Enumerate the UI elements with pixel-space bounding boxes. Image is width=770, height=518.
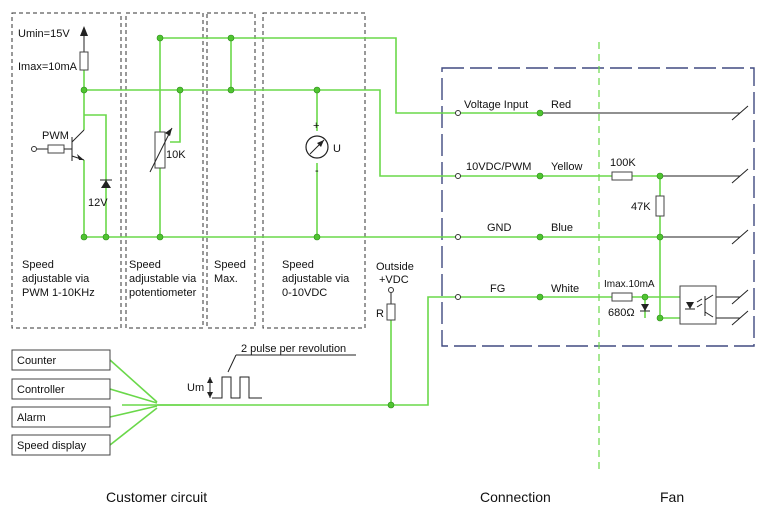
- signal-voltage-input: Voltage Input: [464, 99, 528, 111]
- meter-minus: -: [315, 165, 319, 177]
- potentiometer: [154, 131, 166, 169]
- pot-wiper-wire: [170, 90, 181, 143]
- resistor-100k: [611, 171, 633, 181]
- out-line-alarm: [109, 405, 158, 418]
- imax-label: Imax=10mA: [18, 61, 78, 73]
- outside-terminal: [388, 287, 394, 293]
- terminal-voltage-input: [455, 110, 461, 116]
- control-wire: [84, 89, 458, 177]
- signal-pwm: 10VDC/PWM: [466, 161, 531, 173]
- footer-customer-circuit: Customer circuit: [106, 489, 207, 505]
- terminal-gnd: [455, 234, 461, 240]
- counter-box: [11, 349, 111, 371]
- resistor-47k: [655, 195, 665, 217]
- out-line-counter: [109, 359, 158, 403]
- output-counter: Counter: [17, 355, 56, 367]
- vdc-desc-2: adjustable via: [282, 273, 350, 285]
- out-line-speed-display: [109, 407, 158, 446]
- pwm-desc-2: adjustable via: [22, 273, 90, 285]
- optocoupler: [679, 285, 717, 325]
- pot-value-label: 10K: [166, 149, 186, 161]
- alarm-box: [11, 406, 111, 428]
- output-speed-display: Speed display: [17, 440, 87, 452]
- controller-box: [11, 378, 111, 400]
- output-alarm: Alarm: [17, 412, 46, 424]
- resistor-680: [611, 292, 633, 302]
- vdc-desc-3: 0-10VDC: [282, 287, 327, 299]
- pot-desc-2: adjustable via: [129, 273, 197, 285]
- pullup-resistor-label: R: [376, 308, 384, 320]
- vdc-desc-1: Speed: [282, 259, 314, 271]
- out-line-controller: [109, 388, 158, 404]
- outside-vdc-label: +VDC: [379, 274, 409, 286]
- imax-resistor: [79, 51, 89, 71]
- zener-diode-icon: [101, 180, 111, 188]
- voltage-input-wire: [160, 37, 458, 114]
- pwm-desc-1: Speed: [22, 259, 54, 271]
- terminal-fg: [455, 294, 461, 300]
- color-blue: Blue: [551, 222, 573, 234]
- pot-desc-3: potentiometer: [129, 287, 197, 299]
- signal-gnd: GND: [487, 222, 512, 234]
- opto-led-icon: [686, 302, 694, 309]
- pwm-block-frame: [11, 12, 122, 329]
- pullup-resistor: [386, 303, 396, 321]
- meter-plus: +: [313, 120, 319, 132]
- max-speed-block-frame: [206, 12, 256, 329]
- meter-label: U: [333, 143, 341, 155]
- fg-wire: [122, 296, 458, 406]
- footer-connection: Connection: [480, 489, 551, 505]
- base-resistor: [47, 144, 65, 154]
- resistor-100k-label: 100K: [610, 157, 636, 169]
- resistor-680-label: 680Ω: [608, 307, 635, 319]
- zener-label: 12V: [88, 197, 108, 209]
- fan-box-frame: [441, 67, 755, 347]
- output-controller: Controller: [17, 384, 65, 396]
- um-label: Um: [187, 382, 204, 394]
- color-yellow: Yellow: [551, 161, 582, 173]
- color-red: Red: [551, 99, 571, 111]
- fan-imax-label: Imax.10mA: [604, 279, 655, 290]
- zener-wire: [84, 114, 107, 237]
- max-desc-2: Max.: [214, 273, 238, 285]
- pwm-desc-3: PWM 1-10KHz: [22, 287, 95, 299]
- terminal-pwm: [455, 173, 461, 179]
- speed-display-box: [11, 434, 111, 456]
- junction-dots: [80, 34, 664, 409]
- fan-diode-icon: [641, 304, 649, 311]
- color-white: White: [551, 283, 579, 295]
- max-desc-1: Speed: [214, 259, 246, 271]
- pulse-waveform-icon: [212, 376, 262, 399]
- footer-fan: Fan: [660, 489, 684, 505]
- pulse-label: 2 pulse per revolution: [241, 343, 346, 355]
- pwm-label: PWM: [42, 130, 69, 142]
- supply-arrow-icon: [80, 26, 88, 36]
- signal-fg: FG: [490, 283, 505, 295]
- vdc-block-frame: [262, 12, 366, 329]
- resistor-47k-label: 47K: [631, 201, 651, 213]
- potentiometer-block-frame: [125, 12, 204, 329]
- outside-label: Outside: [376, 261, 414, 273]
- umin-label: Umin=15V: [18, 28, 70, 40]
- pwm-input-terminal: [31, 146, 37, 152]
- pot-desc-1: Speed: [129, 259, 161, 271]
